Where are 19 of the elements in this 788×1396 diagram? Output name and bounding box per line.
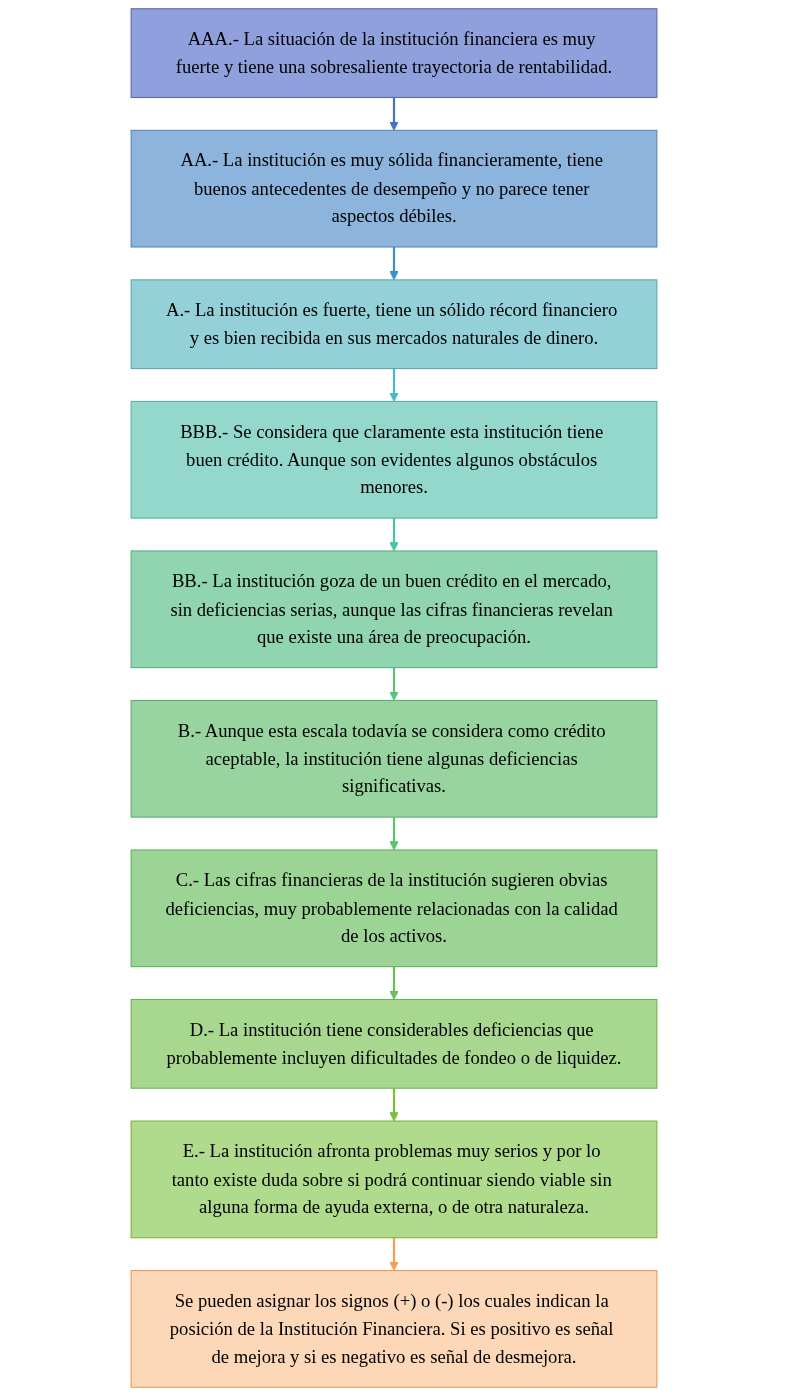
node-box: AA.- La institución es muy sólida financieramente, tiene buenos antecedentes de desempeño y no parece tener aspectos débiles. — [130, 129, 658, 248]
arrow — [389, 97, 399, 131]
node-box: Se pueden asignar los signos (+) o (-) los cuales indican la posición de la Institución Financiera. Si es positivo es señal de mejora y si es negativo es señal de desmejora. — [130, 1270, 658, 1388]
node-box: BB.- La institución goza de un buen crédito en el mercado, sin deficiencias serias, aunque las cifras financieras revelan que existe una área de preocupación. — [130, 550, 658, 669]
node-box: B.- Aunque esta escala todavía se considera como crédito aceptable, la institución tiene algunas deficiencias significativas. — [130, 699, 658, 818]
node-box: C.- Las cifras financieras de la institución sugieren obvias deficiencias, muy probablemente relacionadas con la calidad de los activos. — [130, 849, 658, 968]
node-box: AAA.- La situación de la institución financiera es muy fuerte y tiene una sobresaliente trayectoria de rentabilidad. — [130, 8, 658, 99]
arrow — [389, 368, 399, 402]
arrow — [389, 518, 399, 552]
arrow — [389, 1088, 399, 1122]
arrow — [389, 817, 399, 851]
node-box: E.- La institución afronta problemas muy serios y por lo tanto existe duda sobre si podrá continuar siendo viable sin alguna forma de ayuda externa, o de otra naturaleza. — [130, 1120, 658, 1239]
arrow — [389, 247, 399, 281]
node-box: D.- La institución tiene considerables deficiencias que probablemente incluyen dificultades de fondeo o de liquidez. — [130, 998, 658, 1089]
node-box: A.- La institución es fuerte, tiene un sólido récord financiero y es bien recibida en sus mercados naturales de dinero. — [130, 279, 658, 370]
arrow — [389, 1237, 399, 1271]
arrow — [389, 966, 399, 1000]
arrow — [389, 667, 399, 701]
node-box: BBB.- Se considera que claramente esta institución tiene buen crédito. Aunque son evidentes algunos obstáculos menores. — [130, 400, 658, 519]
